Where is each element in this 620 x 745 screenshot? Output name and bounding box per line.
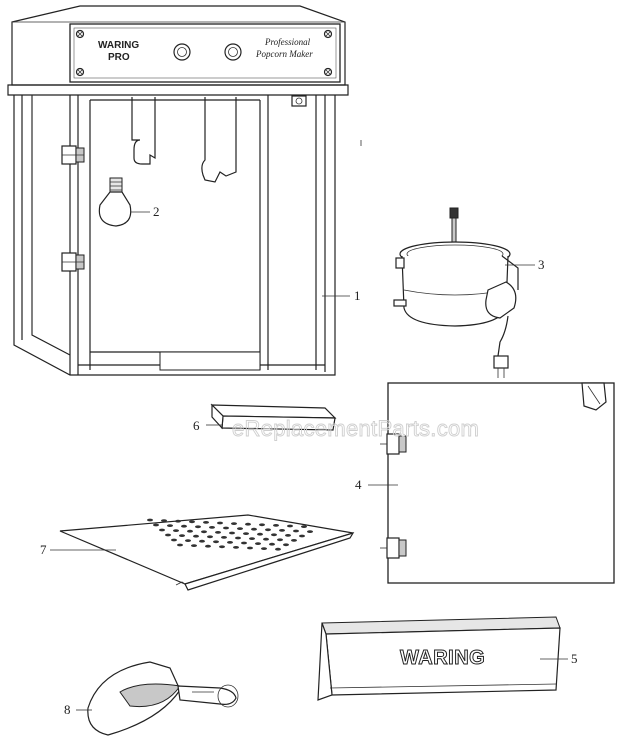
popcorn-kettle (393, 207, 519, 378)
perforation-hole (171, 538, 177, 542)
perforation-hole (159, 528, 165, 532)
heat-lamp-bulb-icon (98, 177, 132, 227)
perforation-hole (299, 534, 305, 538)
perforation-hole (233, 546, 239, 549)
perforation-hole (263, 537, 269, 541)
perforation-hole (277, 538, 283, 542)
perforation-hole (255, 542, 261, 545)
perforation-hole (195, 525, 201, 529)
perforation-hole (231, 522, 237, 525)
perforation-hole (301, 525, 307, 528)
perforation-hole (173, 529, 179, 532)
perforation-hole (279, 529, 285, 532)
part-label-7: 7 (40, 542, 47, 557)
perforation-hole (213, 540, 219, 544)
perforation-hole (193, 534, 199, 538)
perforation-hole (175, 519, 181, 523)
perforation-hole (257, 532, 263, 536)
part-label-3: 3 (538, 257, 545, 272)
perforation-hole (153, 523, 159, 527)
perforation-hole (215, 531, 221, 534)
kettle-hook-left (131, 97, 156, 165)
part-label-2: 2 (153, 204, 160, 219)
perforation-hole (291, 539, 297, 542)
crumb-tray (210, 403, 337, 431)
perforation-hole (285, 534, 291, 537)
perforation-hole (265, 528, 271, 532)
hinge-icon (380, 537, 407, 559)
perforation-hole (177, 543, 183, 547)
perforation-hole (293, 529, 299, 533)
perforation-hole (205, 544, 211, 548)
perforation-hole (179, 534, 185, 537)
part-label-6: 6 (193, 418, 200, 433)
hinge-icon (61, 252, 85, 272)
perforation-hole (221, 536, 227, 539)
perforation-hole (203, 521, 209, 524)
perforation-hole (227, 541, 233, 544)
perforation-hole (207, 535, 213, 539)
part-label-8: 8 (64, 702, 71, 717)
perforation-hole (165, 533, 171, 537)
perforation-hole (167, 524, 173, 527)
perforation-hole (229, 531, 235, 535)
perforation-hole (261, 547, 267, 550)
perforation-hole (209, 526, 215, 529)
perforation-hole (247, 546, 253, 550)
perforation-hole (187, 529, 193, 533)
header-panel (69, 23, 341, 83)
perforation-hole (219, 545, 225, 549)
perforation-hole (235, 536, 241, 540)
screw-icon (75, 67, 85, 77)
hinge-icon (380, 433, 407, 455)
perforation-hole (287, 524, 293, 528)
screw-icon (75, 29, 85, 39)
perforation-hole (185, 539, 191, 542)
tagline-line2: Popcorn Maker (255, 49, 313, 59)
perforation-hole (189, 520, 195, 524)
perforation-holes (147, 518, 313, 551)
tagline-line1: Professional (264, 37, 311, 47)
perforation-hole (269, 542, 275, 546)
perforation-hole (201, 530, 207, 534)
perforation-hole (307, 530, 313, 533)
popcorn-scoop (87, 661, 239, 736)
perforation-hole (161, 519, 167, 522)
brand-line1: WARING (98, 40, 139, 51)
perforation-hole (237, 527, 243, 530)
perforation-hole (241, 541, 247, 545)
perforation-hole (283, 543, 289, 547)
screw-icon (323, 29, 333, 39)
perforation-hole (249, 537, 255, 540)
perforation-hole (181, 524, 187, 528)
kettle-hook-right (201, 97, 237, 183)
popcorn-machine-cabinet: WARING PRO Professional Popcorn Maker (7, 5, 362, 376)
perforation-hole (275, 547, 281, 551)
perforation-hole (243, 532, 249, 535)
perforation-hole (245, 522, 251, 526)
part-label-5: 5 (571, 651, 578, 666)
part-label-1: 1 (354, 288, 361, 303)
control-knob-icon (173, 43, 191, 61)
perforation-hole (217, 521, 223, 525)
perforation-hole (271, 533, 277, 537)
perforation-hole (251, 527, 257, 531)
door-panel (380, 382, 615, 584)
part-label-4: 4 (355, 477, 362, 492)
perforation-hole (223, 526, 229, 530)
control-knob-icon (224, 43, 242, 61)
perforation-hole (191, 544, 197, 547)
perforation-hole (273, 524, 279, 527)
bucket-brand: WARING (400, 647, 485, 669)
hinge-icon (61, 145, 85, 165)
perforated-floor-plate (59, 514, 355, 591)
screw-icon (323, 67, 333, 77)
perforation-hole (199, 539, 205, 543)
popcorn-bucket: WARING (317, 616, 561, 701)
brand-line2: PRO (108, 52, 130, 63)
watermark-text: eReplacementParts.com (232, 416, 479, 441)
perforation-hole (147, 518, 153, 522)
perforation-hole (259, 523, 265, 527)
